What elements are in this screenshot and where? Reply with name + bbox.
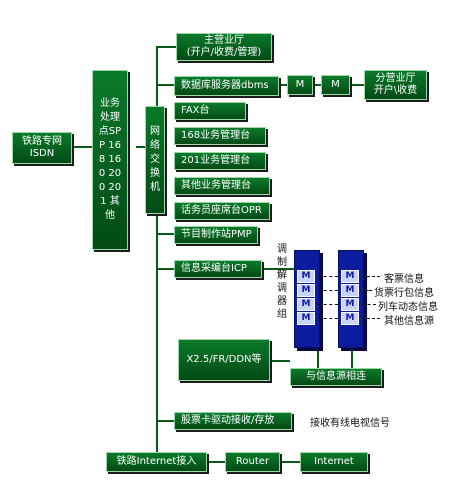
modem-cell: M bbox=[297, 312, 315, 325]
icp-node: 信息采编台ICP bbox=[174, 260, 262, 278]
opr-node: 话务员座席台OPR bbox=[174, 202, 270, 220]
modem-cell: M bbox=[341, 284, 359, 297]
connector bbox=[136, 146, 145, 148]
tv-signal-label: 接收有线电视信号 bbox=[310, 418, 390, 429]
spp-node: 业务处理点SPP 168 160 200 201 其他 bbox=[92, 70, 128, 250]
modem-cell: M bbox=[297, 284, 315, 297]
modem-cell: M bbox=[341, 270, 359, 283]
rail-internet-node: 铁路Internet接入 bbox=[106, 452, 207, 472]
connector bbox=[156, 268, 174, 270]
main-hall-node: 主营业厅 (开户/收费/管理) bbox=[176, 33, 272, 61]
connector bbox=[156, 46, 176, 48]
switch-node: 网络交换机 bbox=[145, 106, 165, 214]
info-item: 其他信息源 bbox=[384, 316, 434, 327]
modem-group-label: 调制解调器组 bbox=[277, 244, 287, 320]
info-item: 列车动态信息 bbox=[378, 302, 438, 313]
modem-m2: M bbox=[321, 75, 350, 95]
link-dash bbox=[362, 276, 380, 277]
modem-m1: M bbox=[287, 75, 313, 95]
router-node: Router bbox=[225, 452, 280, 472]
link-dash bbox=[362, 304, 376, 305]
connector bbox=[279, 84, 287, 86]
connector bbox=[270, 360, 290, 362]
modem-cell: M bbox=[297, 298, 315, 311]
info-source-node: 与信息源相连 bbox=[290, 368, 382, 386]
link-dash bbox=[318, 276, 338, 277]
info-item: 客票信息 bbox=[384, 274, 424, 285]
x25-node: X2.5/FR/DDN等 bbox=[178, 339, 270, 381]
link-dash bbox=[318, 318, 338, 319]
connector bbox=[207, 461, 225, 463]
link-dash bbox=[362, 318, 380, 319]
svc168-node: 168业务管理台 bbox=[174, 127, 266, 145]
connector bbox=[72, 146, 92, 148]
connector bbox=[262, 268, 298, 270]
connector bbox=[156, 420, 174, 422]
link-dash bbox=[318, 304, 338, 305]
connector bbox=[156, 84, 174, 86]
connector bbox=[351, 340, 353, 368]
connector bbox=[350, 84, 364, 86]
rail-isdn-node: 铁路专网 ISDN bbox=[12, 132, 72, 164]
svc201-node: 201业务管理台 bbox=[174, 152, 266, 170]
pmp-node: 节目制作站PMP bbox=[174, 226, 258, 244]
connector bbox=[280, 461, 300, 463]
bus-line bbox=[156, 46, 158, 462]
modem-cell: M bbox=[341, 312, 359, 325]
link-dash bbox=[362, 290, 372, 291]
fax-node: FAX台 bbox=[174, 102, 246, 120]
connector bbox=[156, 233, 174, 235]
connector bbox=[317, 340, 319, 368]
modem-cell: M bbox=[297, 270, 315, 283]
info-item: 货票行包信息 bbox=[374, 288, 434, 299]
other-svc-node: 其他业务管理台 bbox=[174, 177, 270, 195]
internet-node: Internet bbox=[300, 452, 368, 472]
modem-cell: M bbox=[341, 298, 359, 311]
link-dash bbox=[318, 290, 338, 291]
connector bbox=[313, 84, 321, 86]
db-server-node: 数据库服务器dbms bbox=[174, 76, 279, 96]
stock-card-node: 股票卡驱动接收/存放 bbox=[174, 412, 292, 430]
branch-hall-node: 分营业厅 开户\收费 bbox=[364, 70, 427, 100]
